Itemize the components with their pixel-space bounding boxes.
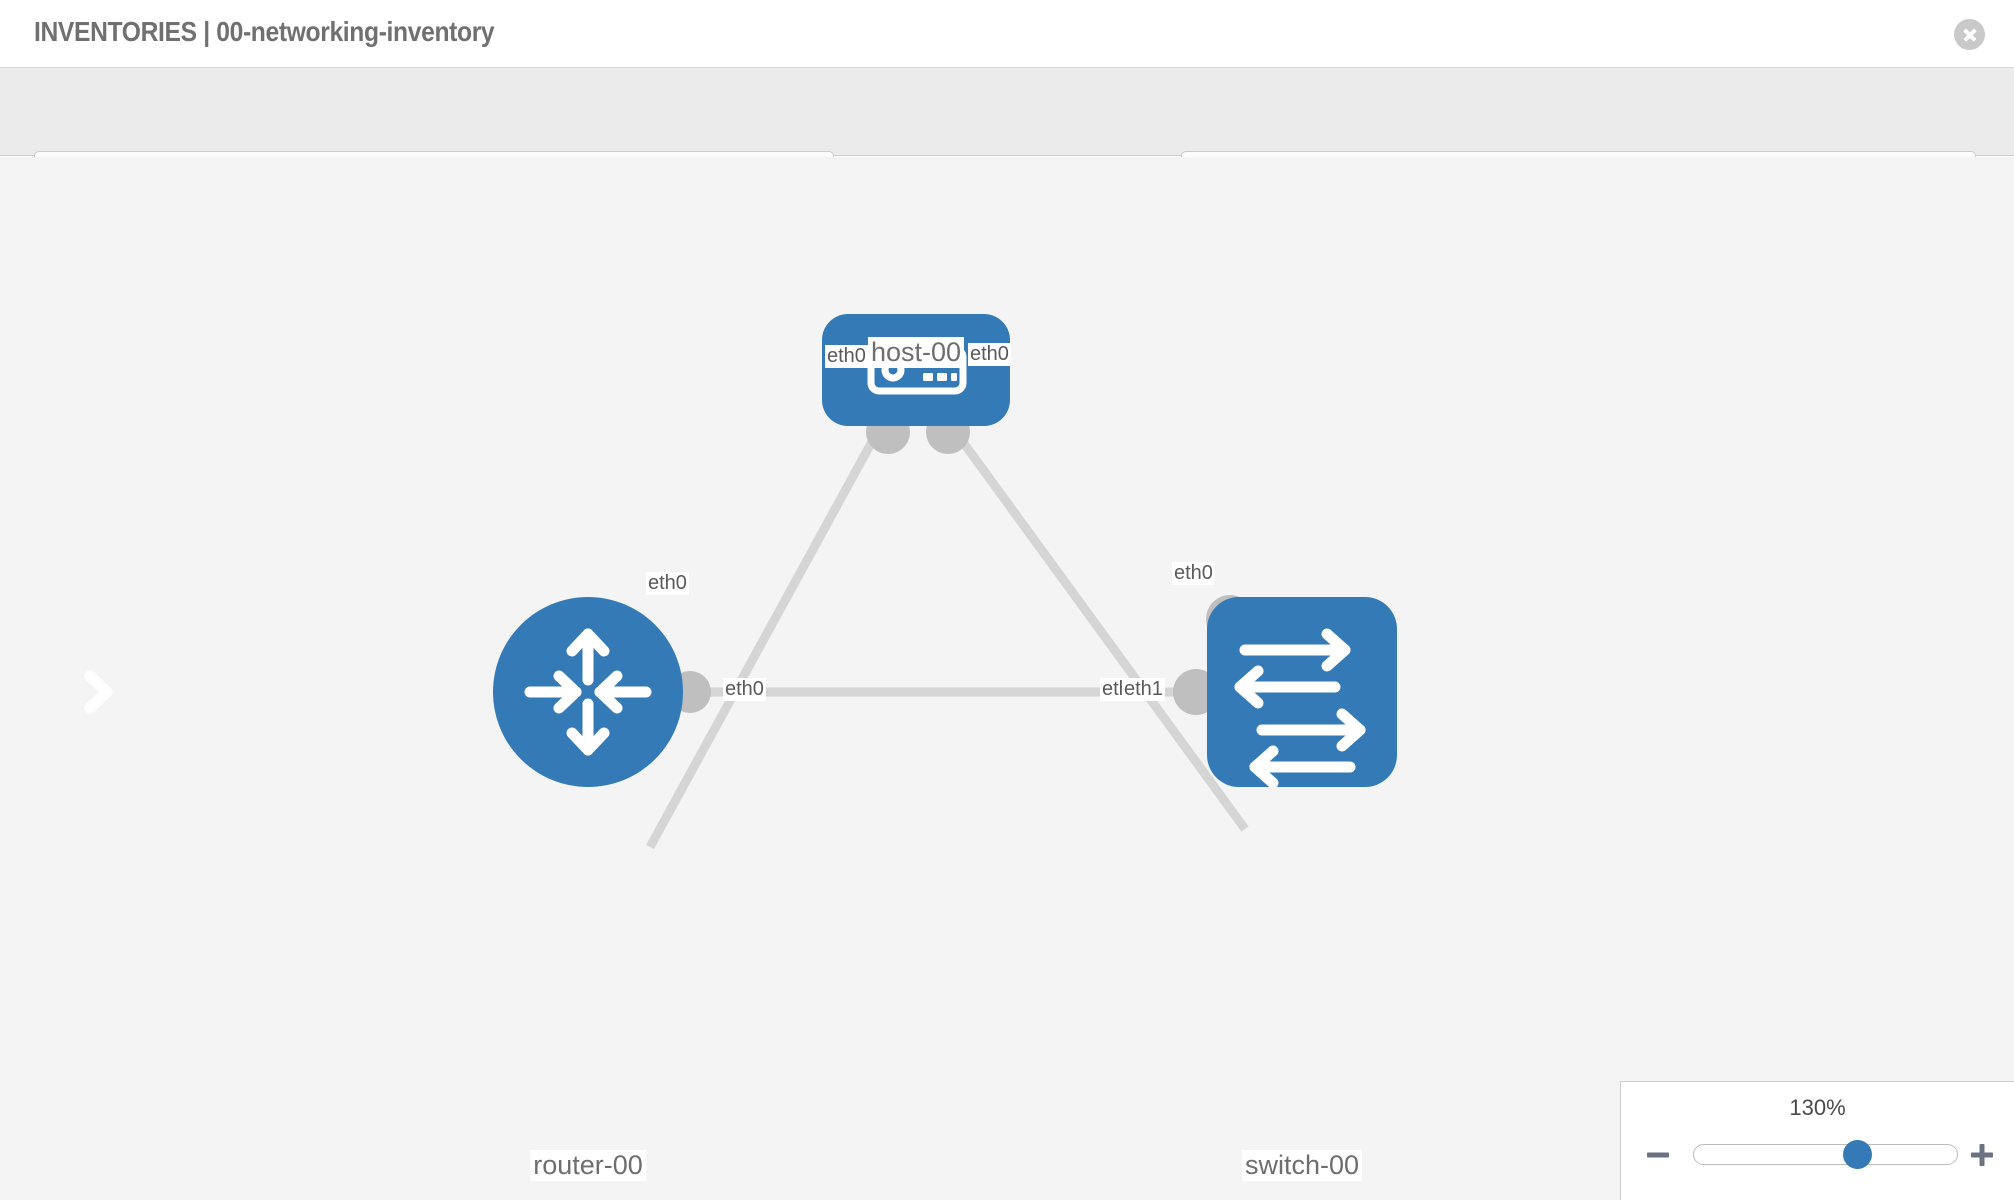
router-arrows-icon: [84, 628, 652, 756]
iface-label-router-host: eth0: [646, 572, 689, 595]
iface-label-host-switch: eth0: [968, 343, 1011, 366]
node-router-00: [84, 597, 683, 787]
node-label-switch-00: switch-00: [1241, 1150, 1363, 1181]
zoom-out-button[interactable]: [1643, 1140, 1673, 1170]
switch-arrows-icon: [1234, 628, 1366, 789]
node-label-router-00: router-00: [530, 1150, 646, 1181]
iface-label-switch-host: eth0: [1172, 562, 1215, 585]
close-icon[interactable]: [1954, 19, 1985, 50]
zoom-level-label: 130%: [1789, 1095, 1846, 1120]
graph-ports: [669, 410, 1254, 715]
edge-host-router: [646, 424, 884, 850]
zoom-slider[interactable]: [1693, 1140, 1958, 1169]
router-arrow-heads: [553, 670, 623, 714]
zoom-control-panel: 130%: [1620, 1081, 2014, 1200]
iface-label-switch-router: eth1: [1122, 678, 1165, 701]
node-switch-00: [1207, 597, 1397, 789]
topology-graph: [84, 314, 1397, 850]
toolbar: ACTIONS SEARCH: [0, 68, 2014, 201]
node-label-host-00: host-00: [867, 337, 965, 368]
iface-label-host-router: eth0: [825, 345, 868, 368]
page-header: INVENTORIES | 00-networking-inventory: [0, 0, 2014, 68]
graph-edges: [640, 424, 1250, 850]
page-title: INVENTORIES | 00-networking-inventory: [34, 16, 495, 47]
iface-label-router-switch: eth0: [723, 678, 766, 701]
zoom-slider-thumb[interactable]: [1842, 1140, 1872, 1169]
edge-host-switch: [948, 424, 1249, 832]
zoom-in-button[interactable]: [1967, 1140, 1997, 1170]
node-host-00: [822, 314, 1010, 426]
topology-canvas[interactable]: eth0 host-00 eth0 eth0 eth0 eth0 eth eth…: [0, 157, 2014, 1200]
